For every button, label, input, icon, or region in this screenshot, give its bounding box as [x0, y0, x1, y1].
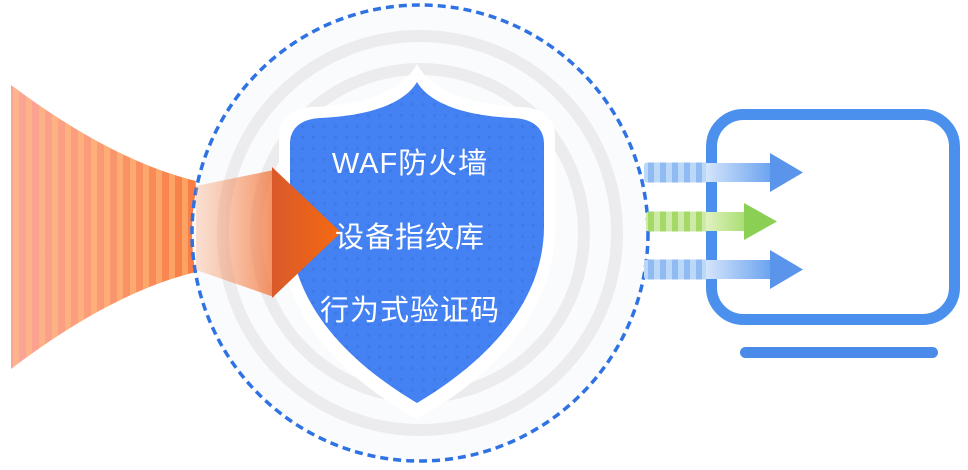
shield-label-device-fingerprint: 设备指纹库: [335, 221, 485, 254]
shield-labels: WAF防火墙 设备指纹库 行为式验证码: [320, 147, 500, 327]
shield-label-waf: WAF防火墙: [332, 147, 488, 180]
arrow-tail-segmented: [646, 211, 708, 232]
attack-traffic-beam-icon: [11, 85, 196, 369]
arrow-shaft: [706, 260, 772, 279]
arrow-right-icon: [770, 250, 803, 289]
arrow-tail-segmented: [644, 259, 708, 280]
arrow-shaft: [706, 212, 746, 231]
passed-arrow-middle: [646, 203, 777, 240]
passed-arrow-top: [644, 153, 803, 192]
shield-dot-texture: [290, 82, 544, 403]
arrow-right-icon: [744, 203, 777, 240]
attack-beam-faded: [196, 170, 274, 297]
arrow-right-icon: [770, 153, 803, 192]
arrow-tail-segmented: [644, 162, 708, 183]
attack-arrowhead-icon: [272, 167, 341, 298]
shield-icon: [279, 64, 555, 419]
arrow-shaft: [706, 163, 772, 182]
attack-beam-stripes: [11, 85, 196, 369]
shield-label-behavior-captcha: 行为式验证码: [320, 294, 500, 327]
panel-base-bar: [740, 347, 938, 358]
passed-traffic-arrows: [644, 153, 803, 289]
passed-arrow-bottom: [644, 250, 803, 289]
